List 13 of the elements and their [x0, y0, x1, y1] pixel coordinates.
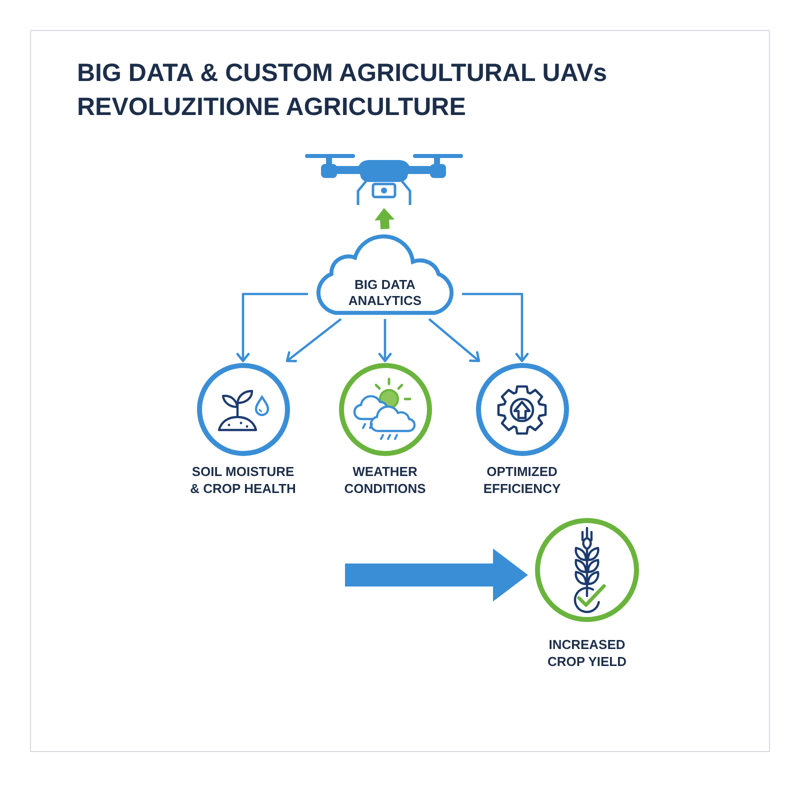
arrow	[378, 319, 392, 362]
arrow	[462, 292, 529, 362]
arrow	[428, 318, 480, 362]
arrow	[236, 292, 308, 362]
block-arrow	[374, 208, 395, 230]
arrow	[286, 318, 342, 362]
block-arrow	[345, 548, 528, 602]
node-label: SOIL MOISTURE & CROP HEALTH	[189, 463, 297, 497]
node-label: WEATHER CONDITIONS	[343, 463, 427, 497]
node-label: BIG DATA ANALYTICS	[347, 277, 423, 309]
node-label: OPTIMIZED EFFICIENCY	[482, 463, 562, 497]
node-label: INCREASED CROP YIELD	[546, 636, 628, 670]
title: BIG DATA & CUSTOM AGRICULTURAL UAVs REVOLUZITIONE AGRICULTURE	[77, 58, 608, 123]
